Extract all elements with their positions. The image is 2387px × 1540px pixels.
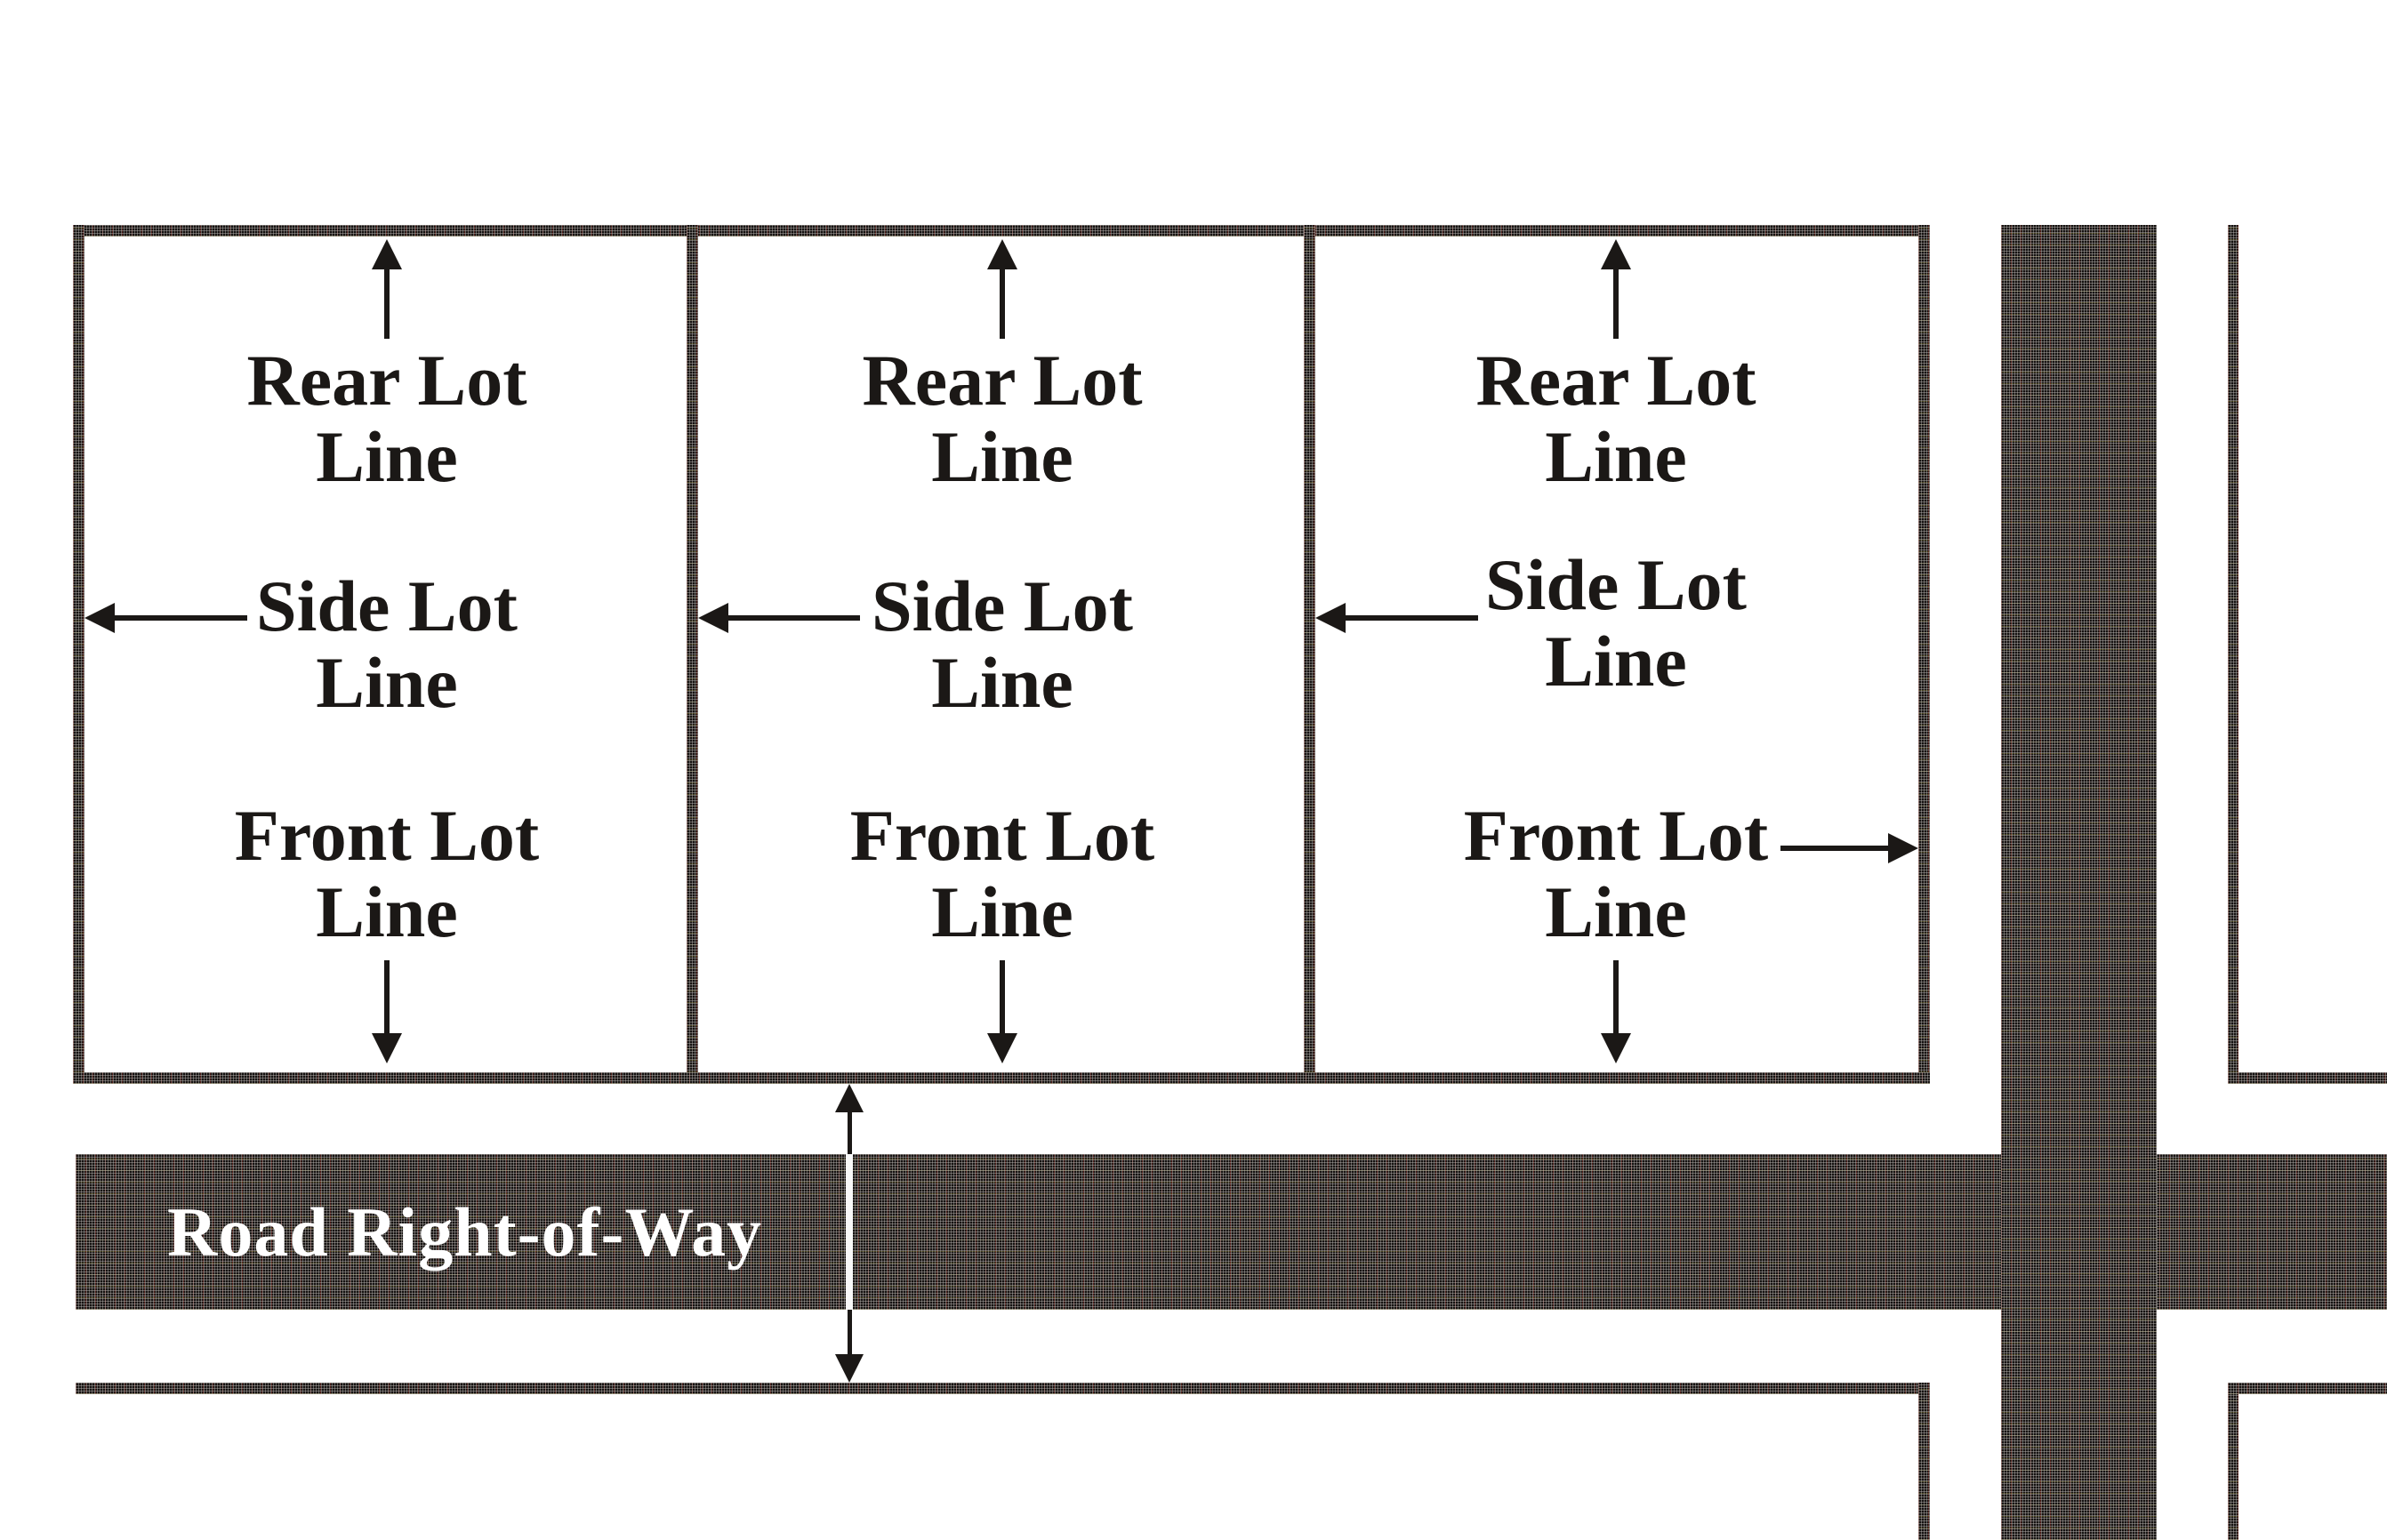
lot3-front-arrow-shaft	[1613, 960, 1619, 1035]
row-dimension-arrow-up-head-icon	[835, 1084, 864, 1112]
lot1-rear-lot-line-label: Rear Lot Line	[246, 340, 527, 497]
lot2-rear-lot-line-label: Rear Lot Line	[862, 340, 1143, 497]
northeast-block-west-line	[2228, 225, 2238, 1084]
side-lot-line-divider-2	[1304, 225, 1315, 1084]
lot3-side-lot-line-label: Side Lot Line	[1485, 544, 1747, 702]
lot1-side-lot-line-label: Side Lot Line	[256, 565, 518, 723]
lot1-front-arrow-shaft	[384, 960, 390, 1035]
southeast-block-front-line	[2228, 1383, 2387, 1394]
lot3-side-arrow-shaft	[1342, 615, 1478, 621]
lot2-side-lot-line-label: Side Lot Line	[872, 565, 1133, 723]
lot3-rear-arrow-icon	[1601, 239, 1631, 269]
lot3-front-arrow-icon	[1601, 1033, 1631, 1063]
lot3-side-arrow-icon	[1315, 603, 1346, 633]
lot1-rear-arrow-icon	[372, 239, 402, 269]
row-dimension-arrow-shaft-upper	[848, 1110, 852, 1154]
lot3-front-right-arrow-shaft	[1780, 846, 1891, 851]
rear-lot-boundary-line	[73, 225, 1930, 237]
lot3-rear-arrow-shaft	[1613, 267, 1619, 339]
lot2-front-arrow-icon	[987, 1033, 1017, 1063]
lot2-front-lot-line-label: Front Lot Line	[849, 795, 1155, 952]
road-right-of-way-label: Road Right-of-Way	[167, 1192, 763, 1271]
lot2-side-arrow-shaft	[725, 615, 860, 621]
south-block-east-line	[1918, 1383, 1930, 1540]
lot2-side-arrow-icon	[698, 603, 728, 633]
front-lot-boundary-line	[73, 1072, 1930, 1084]
side-lot-line-divider-1	[687, 225, 698, 1084]
lot3-front-right-arrow-icon	[1888, 833, 1918, 863]
lot2-rear-arrow-shaft	[1000, 267, 1005, 339]
lot1-front-arrow-icon	[372, 1033, 402, 1063]
southeast-block-west-line	[2228, 1383, 2238, 1540]
lot1-rear-arrow-shaft	[384, 267, 390, 339]
south-row-line	[76, 1383, 1930, 1394]
lot3-rear-lot-line-label: Rear Lot Line	[1475, 340, 1756, 497]
lot1-side-arrow-icon	[84, 603, 115, 633]
northeast-block-front-line	[2228, 1072, 2387, 1084]
row-dimension-arrow-down-head-icon	[835, 1354, 864, 1383]
lot1-side-arrow-shaft	[111, 615, 247, 621]
west-side-lot-line	[73, 225, 84, 1084]
east-side-lot-line	[1918, 225, 1930, 1084]
lot3-front-lot-line-label: Front Lot Line	[1463, 795, 1769, 952]
lot2-rear-arrow-icon	[987, 239, 1017, 269]
row-dimension-arrow-shaft-road	[846, 1154, 853, 1310]
cross-road-band	[2001, 225, 2157, 1540]
lot1-front-lot-line-label: Front Lot Line	[234, 795, 540, 952]
row-dimension-arrow-shaft-lower	[848, 1310, 852, 1357]
lot2-front-arrow-shaft	[1000, 960, 1005, 1035]
